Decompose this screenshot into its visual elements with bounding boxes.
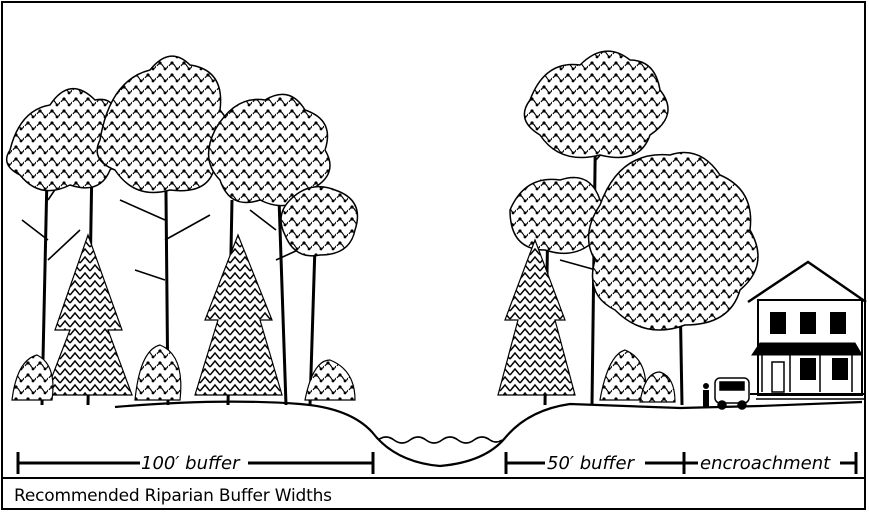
figure-caption: Recommended Riparian Buffer Widths [14, 486, 332, 506]
car [715, 378, 749, 409]
person [703, 383, 709, 408]
buffer-100-label: 100′ buffer [141, 453, 241, 474]
stream-water [378, 437, 502, 443]
encroachment-label: encroachment [700, 453, 831, 474]
buffer-50-label: 50′ buffer [547, 453, 636, 474]
left-forest [7, 56, 358, 405]
right-forest [498, 51, 758, 405]
house [748, 262, 866, 399]
